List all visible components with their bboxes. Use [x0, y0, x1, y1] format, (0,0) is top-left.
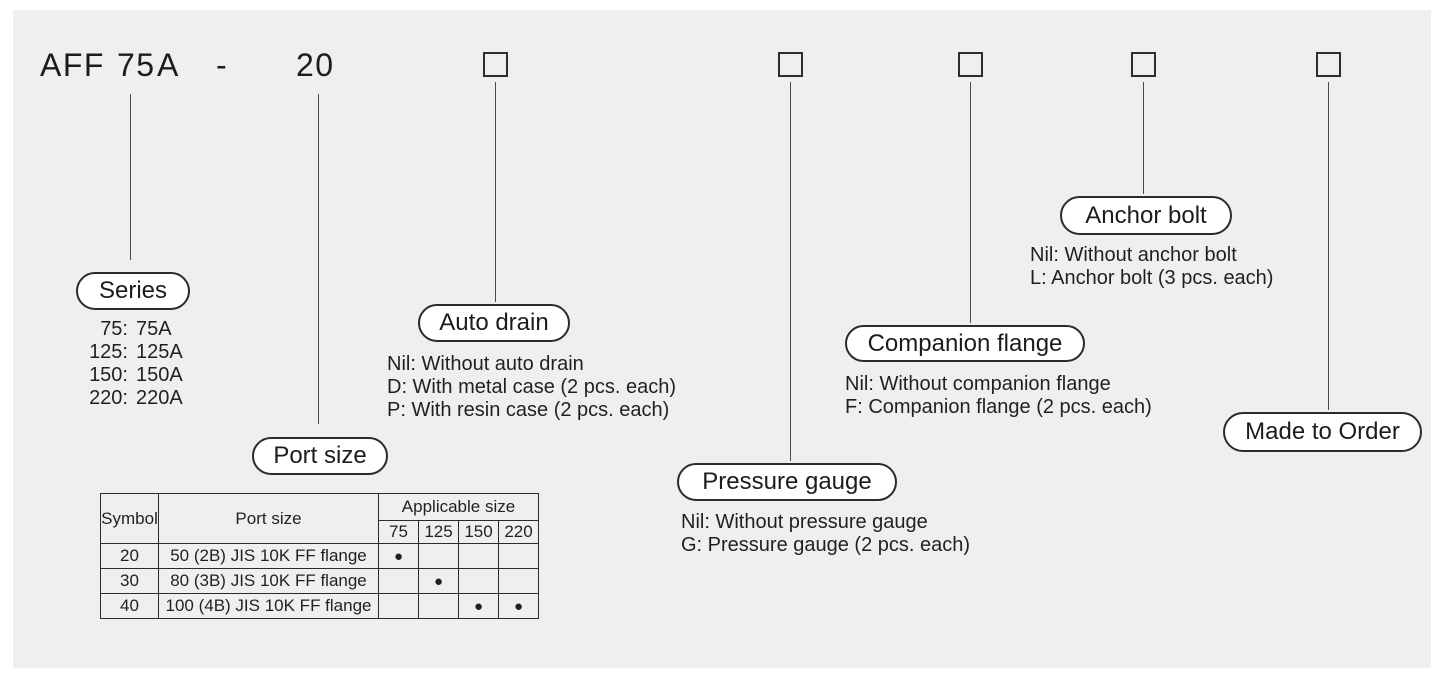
- table-header-size-150: 150: [458, 520, 499, 544]
- symbol-cell: 40: [100, 593, 159, 619]
- applicable-mark: [418, 593, 459, 619]
- companion-flange-label: Companion flange: [845, 325, 1085, 362]
- pressure-gauge-option: Nil: Without pressure gauge: [681, 511, 928, 533]
- series-option-symbol: 75:: [100, 318, 128, 340]
- applicable-mark: [498, 543, 539, 569]
- table-row: 40 100 (4B) JIS 10K FF flange ● ●: [100, 593, 539, 619]
- anchor-bolt-options: Nil: Without anchor bolt L: Anchor bolt …: [1030, 244, 1273, 290]
- companion-flange-option: Nil: Without companion flange: [845, 373, 1111, 395]
- code-port-value: 20: [296, 47, 335, 83]
- series-option: 125: 125A: [78, 341, 183, 364]
- table-header-size-220: 220: [498, 520, 539, 544]
- applicable-mark: ●: [498, 593, 539, 619]
- applicable-mark: ●: [458, 593, 499, 619]
- series-option: 75: 75A: [78, 318, 183, 341]
- series-option-symbol: 220:: [89, 387, 128, 409]
- symbol-cell: 20: [100, 543, 159, 569]
- code-series-suffix: A: [157, 47, 180, 83]
- auto-drain-label: Auto drain: [418, 304, 570, 342]
- table-header-port: Port size: [158, 493, 379, 544]
- code-separator: -: [216, 47, 229, 83]
- series-option-desc: 150A: [136, 364, 183, 386]
- connector-line-companion-flange: [970, 82, 971, 323]
- applicable-mark: ●: [378, 543, 419, 569]
- table-header-symbol: Symbol: [100, 493, 159, 544]
- applicable-mark: [498, 568, 539, 594]
- companion-flange-option: F: Companion flange (2 pcs. each): [845, 396, 1152, 418]
- auto-drain-options: Nil: Without auto drain D: With metal ca…: [387, 353, 676, 422]
- pressure-gauge-label: Pressure gauge: [677, 463, 897, 501]
- port-cell: 80 (3B) JIS 10K FF flange: [158, 568, 379, 594]
- option-box-auto-drain: [483, 52, 508, 77]
- applicable-mark: ●: [418, 568, 459, 594]
- anchor-bolt-option: Nil: Without anchor bolt: [1030, 244, 1237, 266]
- made-to-order-label: Made to Order: [1223, 412, 1422, 452]
- connector-line-anchor-bolt: [1143, 82, 1144, 194]
- series-option-symbol: 125:: [89, 341, 128, 363]
- table-header-row: Symbol Port size Applicable size: [100, 493, 539, 544]
- option-box-anchor-bolt: [1131, 52, 1156, 77]
- series-option-desc: 220A: [136, 387, 183, 409]
- table-header-size-75: 75: [378, 520, 419, 544]
- series-label: Series: [76, 272, 190, 310]
- pressure-gauge-option: G: Pressure gauge (2 pcs. each): [681, 534, 971, 556]
- series-option-desc: 125A: [136, 341, 183, 363]
- connector-line-pressure-gauge: [790, 82, 791, 461]
- applicable-mark: [378, 568, 419, 594]
- series-option: 150: 150A: [78, 364, 183, 387]
- symbol-cell: 30: [100, 568, 159, 594]
- connector-line-port-size: [318, 94, 319, 424]
- table-header-size-125: 125: [418, 520, 459, 544]
- applicable-mark: [458, 543, 499, 569]
- connector-line-series: [130, 94, 131, 260]
- table-row: 30 80 (3B) JIS 10K FF flange ●: [100, 568, 539, 594]
- applicable-mark: [458, 568, 499, 594]
- port-size-label: Port size: [252, 437, 388, 475]
- series-option: 220: 220A: [78, 387, 183, 410]
- code-series-value: 75: [117, 47, 156, 83]
- table-subheader-row: 75 125 150 220: [101, 520, 539, 544]
- series-options: 75: 75A 125: 125A 150: 150A 220: 220A: [78, 318, 183, 410]
- option-box-made-to-order: [1316, 52, 1341, 77]
- applicable-mark: [418, 543, 459, 569]
- series-option-symbol: 150:: [89, 364, 128, 386]
- port-size-table: Symbol Port size Applicable size 75 125 …: [100, 493, 539, 619]
- port-cell: 100 (4B) JIS 10K FF flange: [158, 593, 379, 619]
- anchor-bolt-option: L: Anchor bolt (3 pcs. each): [1030, 267, 1274, 289]
- applicable-mark: [378, 593, 419, 619]
- code-series-prefix: AFF: [40, 47, 105, 83]
- series-option-desc: 75A: [136, 318, 172, 340]
- option-box-pressure-gauge: [778, 52, 803, 77]
- table-row: 20 50 (2B) JIS 10K FF flange ●: [100, 543, 539, 569]
- auto-drain-option: Nil: Without auto drain: [387, 353, 584, 375]
- companion-flange-options: Nil: Without companion flange F: Compani…: [845, 373, 1152, 419]
- auto-drain-option: D: With metal case (2 pcs. each): [387, 376, 676, 398]
- connector-line-made-to-order: [1328, 82, 1329, 410]
- auto-drain-option: P: With resin case (2 pcs. each): [387, 399, 670, 421]
- pressure-gauge-options: Nil: Without pressure gauge G: Pressure …: [681, 511, 970, 557]
- anchor-bolt-label: Anchor bolt: [1060, 196, 1232, 235]
- option-box-companion-flange: [958, 52, 983, 77]
- connector-line-auto-drain: [495, 82, 496, 302]
- port-cell: 50 (2B) JIS 10K FF flange: [158, 543, 379, 569]
- table-header-applicable-size: Applicable size: [378, 493, 539, 521]
